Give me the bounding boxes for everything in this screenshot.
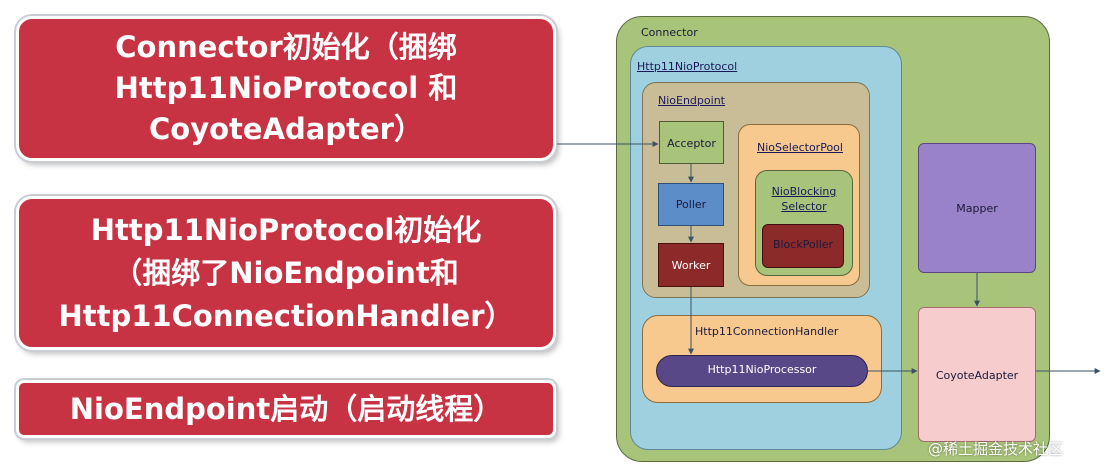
block-poller-box: BlockPoller [762, 224, 844, 268]
protocol-label: Http11NioProtocol [637, 60, 738, 73]
callout-protocol-init: Http11NioProtocol初始化 （捆绑了NioEndpoint和 Ht… [16, 196, 556, 350]
callout-line: Http11NioProtocol 和 [114, 71, 458, 105]
acceptor-box: Acceptor [659, 121, 724, 164]
poller-label: Poller [675, 198, 707, 211]
connector-label: Connector [641, 26, 698, 39]
callout-connector-init: Connector初始化（捆绑 Http11NioProtocol 和 Coyo… [16, 16, 556, 161]
callout-line: Connector初始化（捆绑 [115, 30, 457, 64]
callout-line: （捆绑了NioEndpoint和 [113, 255, 459, 290]
worker-label: Worker [671, 259, 711, 272]
nio-blocking-label-line1: NioBlocking [771, 185, 837, 198]
callout-line: Http11ConnectionHandler） [58, 298, 514, 333]
coyote-adapter-box: CoyoteAdapter [918, 307, 1036, 442]
connection-handler-label: Http11ConnectionHandler [695, 325, 839, 338]
block-poller-label: BlockPoller [772, 238, 834, 251]
worker-box: Worker [658, 243, 724, 287]
nio-processor-box: Http11NioProcessor [656, 355, 868, 387]
poller-box: Poller [658, 183, 724, 226]
acceptor-label: Acceptor [667, 137, 716, 150]
watermark: @稀土掘金技术社区 [928, 440, 1064, 458]
callout-line: CoyoteAdapter） [149, 112, 423, 146]
coyote-adapter-label: CoyoteAdapter [935, 369, 1019, 382]
callout-line: NioEndpoint启动（启动线程） [69, 392, 503, 426]
nio-processor-label: Http11NioProcessor [707, 363, 817, 376]
endpoint-label: NioEndpoint [658, 94, 725, 107]
callout-line: Http11NioProtocol初始化 [90, 212, 482, 247]
mapper-box: Mapper [918, 143, 1036, 273]
mapper-label: Mapper [956, 202, 998, 215]
callout-endpoint-start: NioEndpoint启动（启动线程） [16, 380, 556, 438]
nio-blocking-label-line2: Selector [781, 200, 827, 213]
selector-pool-label: NioSelectorPool [757, 141, 843, 154]
